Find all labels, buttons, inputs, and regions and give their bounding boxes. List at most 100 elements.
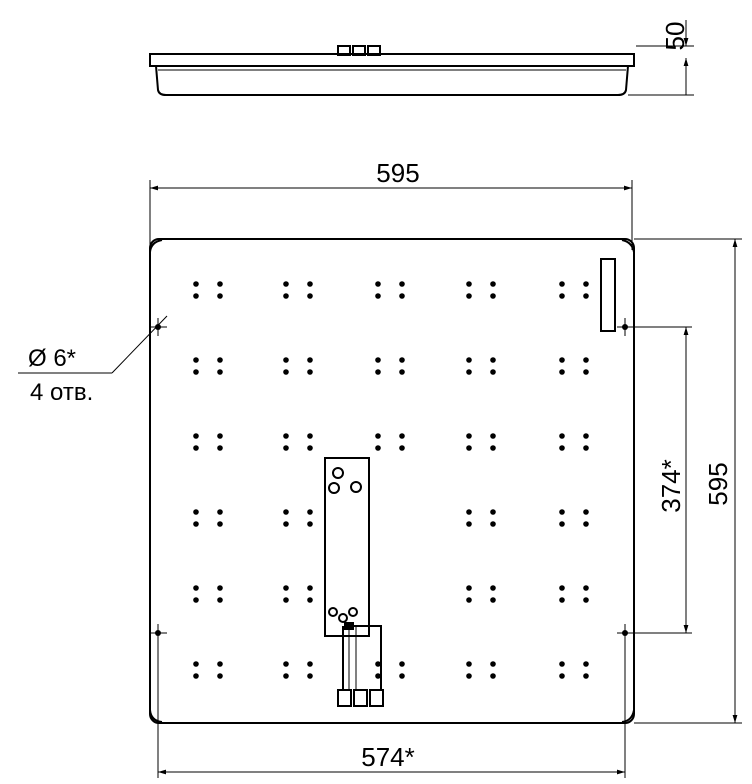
- led-dot: [193, 281, 199, 287]
- led-dot: [466, 369, 472, 375]
- led-dot: [583, 661, 589, 667]
- led-dot: [217, 597, 223, 603]
- led-dot: [466, 509, 472, 515]
- led-dot: [307, 445, 313, 451]
- led-dot: [466, 521, 472, 527]
- led-cluster: [466, 509, 496, 527]
- led-dot: [399, 661, 405, 667]
- driver-hole-4: [328, 607, 338, 617]
- side-view-connector-2: [352, 45, 366, 56]
- led-dot: [399, 293, 405, 299]
- side-view: 50: [149, 20, 694, 96]
- led-dot: [490, 357, 496, 363]
- led-dot: [559, 585, 565, 591]
- led-dot: [307, 293, 313, 299]
- led-dot: [490, 509, 496, 515]
- led-dot: [466, 673, 472, 679]
- led-dot: [583, 293, 589, 299]
- hole-spacing-horizontal-dimension: 574*: [157, 636, 626, 778]
- led-dot: [217, 585, 223, 591]
- dim-width-label: 595: [376, 158, 419, 188]
- front-panel: [149, 238, 635, 724]
- side-view-body: [155, 65, 629, 96]
- led-cluster: [283, 281, 313, 299]
- led-dot: [217, 369, 223, 375]
- led-dot: [466, 661, 472, 667]
- led-dot: [193, 585, 199, 591]
- led-dot: [490, 281, 496, 287]
- led-dot: [490, 293, 496, 299]
- led-dot: [490, 585, 496, 591]
- led-dot: [559, 597, 565, 603]
- led-cluster: [466, 357, 496, 375]
- led-dot: [283, 293, 289, 299]
- led-clusters: [193, 281, 589, 679]
- led-dot: [283, 673, 289, 679]
- driver-hole-6: [338, 613, 348, 623]
- led-dot: [490, 433, 496, 439]
- led-cluster: [193, 585, 223, 603]
- led-cluster: [466, 281, 496, 299]
- corner-notch-tl: [149, 239, 163, 253]
- led-dot: [307, 521, 313, 527]
- hole-diameter-label: Ø 6*: [28, 345, 76, 372]
- led-dot: [283, 661, 289, 667]
- led-dot: [466, 433, 472, 439]
- wire-3: [352, 625, 382, 690]
- led-dot: [399, 433, 405, 439]
- led-dot: [583, 585, 589, 591]
- hole-count-label: 4 отв.: [30, 379, 93, 406]
- led-dot: [559, 673, 565, 679]
- led-dot: [559, 281, 565, 287]
- driver-hole-1: [332, 467, 344, 479]
- led-dot: [307, 357, 313, 363]
- output-connector-3: [369, 689, 384, 707]
- led-cluster: [375, 281, 405, 299]
- led-dot: [375, 661, 381, 667]
- led-dot: [466, 281, 472, 287]
- driver-plate: [324, 457, 370, 637]
- led-dot: [193, 357, 199, 363]
- dim-overall-height-label: 595: [703, 462, 733, 505]
- led-dot: [399, 369, 405, 375]
- led-dot: [375, 357, 381, 363]
- led-cluster: [283, 509, 313, 527]
- hole-callout: Ø 6* 4 отв.: [18, 315, 168, 406]
- led-cluster: [283, 585, 313, 603]
- output-connector-1: [337, 689, 352, 707]
- led-dot: [193, 369, 199, 375]
- led-dot: [217, 293, 223, 299]
- corner-notch-tr: [621, 239, 635, 253]
- led-cluster: [559, 357, 589, 375]
- led-dot: [307, 433, 313, 439]
- led-dot: [583, 433, 589, 439]
- led-dot: [283, 445, 289, 451]
- led-dot: [490, 521, 496, 527]
- driver-hole-2: [328, 482, 340, 494]
- led-dot: [583, 509, 589, 515]
- led-dot: [583, 445, 589, 451]
- led-dot: [559, 445, 565, 451]
- led-dot: [307, 597, 313, 603]
- led-dot: [193, 673, 199, 679]
- led-dot: [583, 369, 589, 375]
- label-plate: [600, 258, 616, 332]
- led-dot: [490, 673, 496, 679]
- led-dot: [490, 445, 496, 451]
- led-cluster: [283, 357, 313, 375]
- led-dot: [217, 281, 223, 287]
- led-cluster: [559, 661, 589, 679]
- led-dot: [559, 661, 565, 667]
- corner-notch-bl: [149, 709, 163, 723]
- height-dimension: 595: [634, 238, 742, 724]
- led-cluster: [559, 281, 589, 299]
- led-dot: [217, 433, 223, 439]
- led-dot: [559, 293, 565, 299]
- led-dot: [490, 597, 496, 603]
- led-cluster: [466, 661, 496, 679]
- led-dot: [490, 369, 496, 375]
- corner-notch-br: [621, 709, 635, 723]
- led-dot: [399, 445, 405, 451]
- led-dot: [559, 369, 565, 375]
